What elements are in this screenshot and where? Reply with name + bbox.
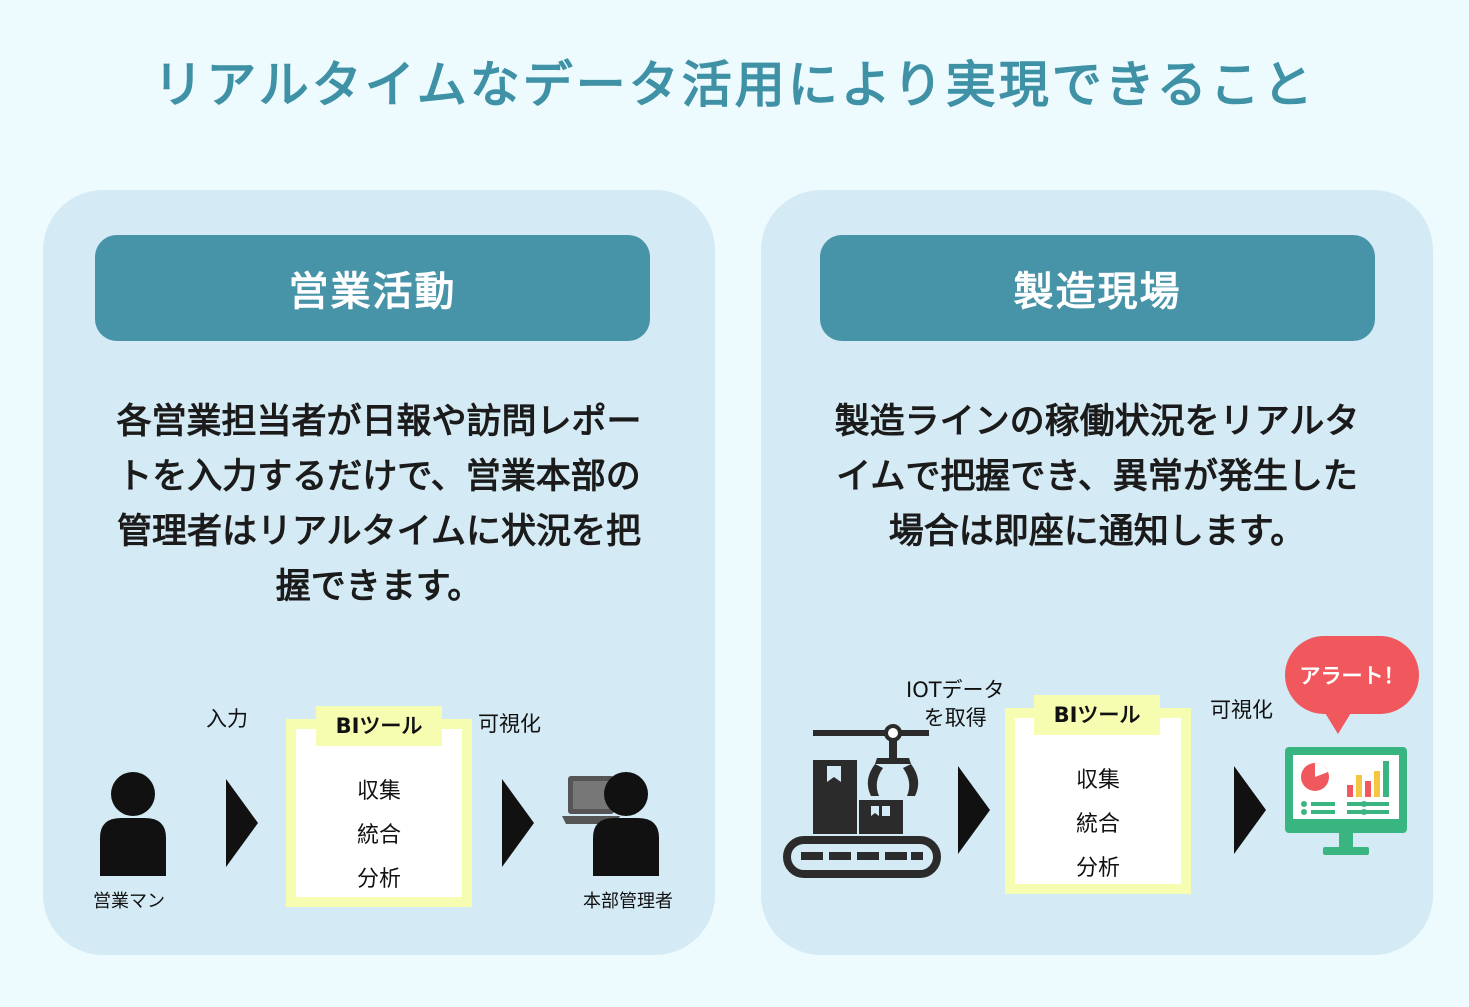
bi-tool-title: BIツール (1034, 695, 1160, 735)
sales-description-line: 管理者はリアルタイムに状況を把 (117, 512, 641, 552)
arrow-right-icon (502, 779, 534, 867)
sales-header: 営業活動 (95, 235, 650, 341)
monitor-dashboard-icon (1285, 747, 1407, 855)
iot-label-line: IOTデータ (906, 678, 1005, 702)
arrow-right-icon (226, 779, 258, 867)
laptop-person-icon (562, 772, 659, 876)
factory-header: 製造現場 (820, 235, 1375, 341)
sales-description-line: トを入力するだけで、営業本部の (117, 457, 641, 497)
bi-item: 統合 (1075, 812, 1120, 837)
visualize-label: 可視化 (1210, 698, 1273, 722)
factory-description-line: イムで把握でき、異常が発生した (836, 457, 1358, 497)
bi-item: 統合 (356, 823, 401, 848)
visualize-label: 可視化 (478, 712, 541, 736)
bi-item: 収集 (356, 779, 401, 804)
factory-description-line: 場合は即座に通知します。 (888, 512, 1306, 552)
alert-bubble: アラート！ (1285, 636, 1419, 714)
iot-label: IOTデータ を取得 (906, 676, 1005, 732)
salesman-caption: 営業マン (93, 891, 165, 912)
sales-description: 各営業担当者が日報や訪問レポー トを入力するだけで、営業本部の 管理者はリアルタ… (83, 395, 675, 615)
bi-tool-title: BIツール (316, 706, 442, 746)
person-icon (100, 772, 166, 876)
input-label: 入力 (206, 707, 248, 731)
bi-tool-box: 収集 統合 分析 (1005, 708, 1191, 894)
page-title: リアルタイムなデータ活用により実現できること (153, 56, 1316, 114)
sales-description-line: 握できます。 (275, 567, 483, 607)
alert-bubble-tail (1322, 708, 1354, 734)
iot-label-line: を取得 (923, 706, 987, 730)
bi-item: 分析 (356, 867, 401, 892)
factory-conveyor-icon (783, 724, 941, 878)
factory-description: 製造ラインの稼働状況をリアルタ イムで把握でき、異常が発生した 場合は即座に通知… (801, 395, 1393, 560)
robot-arm-icon (813, 724, 929, 796)
manager-caption: 本部管理者 (583, 891, 673, 912)
sales-description-line: 各営業担当者が日報や訪問レポー (116, 402, 642, 442)
bi-tool-box: 収集 統合 分析 (286, 719, 472, 907)
arrow-right-icon (958, 766, 990, 854)
factory-description-line: 製造ラインの稼働状況をリアルタ (834, 402, 1360, 442)
bi-item: 収集 (1075, 768, 1120, 793)
bi-item: 分析 (1075, 856, 1120, 881)
arrow-right-icon (1234, 766, 1266, 854)
